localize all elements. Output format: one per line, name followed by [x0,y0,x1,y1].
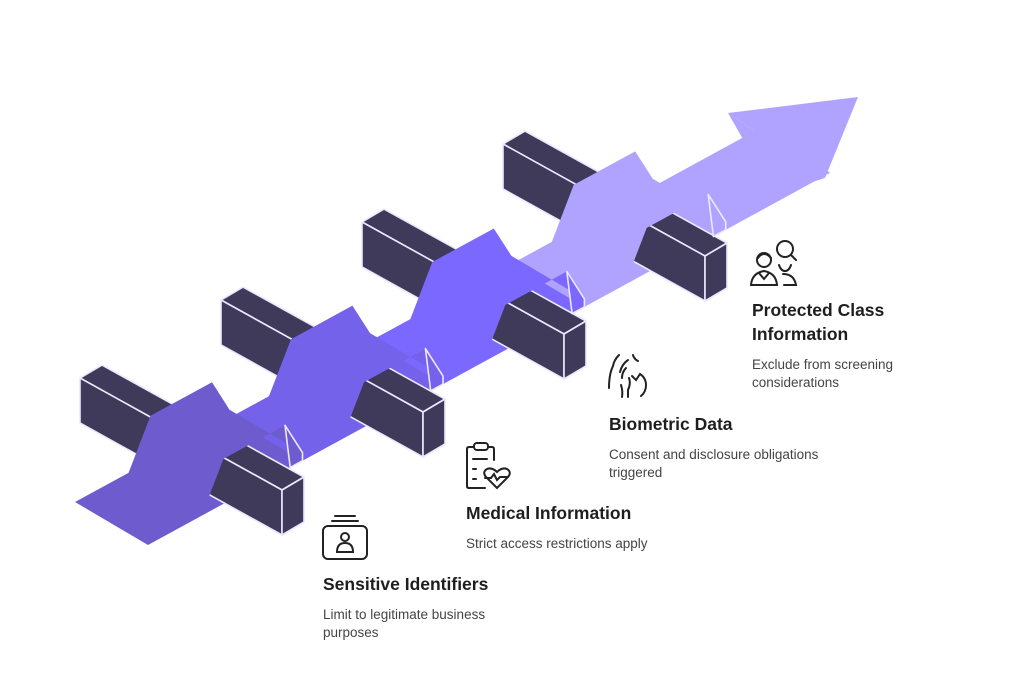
barrier-end-1 [281,476,305,536]
barrier-end-2 [422,398,446,458]
arrow-neck [728,113,825,181]
item-medical-information: Medical Information Strict access restri… [466,501,726,553]
ribbon-hump-side-4 [707,193,727,238]
ribbon-hump-side-1 [284,424,304,469]
ribbon-hump-4 [551,151,726,285]
item-description: Limit to legitimate business purposes [323,607,486,640]
item-title: Medical Information [466,503,632,523]
ribbon-hump-side-3 [565,270,586,315]
biometric-hand-icon [608,354,648,398]
ribbon-hump-2 [269,305,443,440]
item-title: Protected Class Information [752,300,885,344]
ribbon-hump-side-2 [424,347,444,392]
item-title: Sensitive Identifiers [323,574,489,594]
item-description: Exclude from screening considerations [752,357,894,390]
item-biometric-data: Biometric Data Consent and disclosure ob… [609,412,859,482]
ribbon-hump-3 [410,228,585,362]
ribbon-hump-1 [128,382,303,516]
item-title: Biometric Data [609,414,733,434]
item-description: Consent and disclosure obligations trigg… [609,447,819,480]
arrow-head [728,97,858,178]
item-description: Strict access restrictions apply [466,536,648,551]
barrier-end-3 [563,320,587,380]
item-sensitive-identifiers: Sensitive Identifiers Limit to legitimat… [323,572,543,642]
people-search-icon [750,240,798,286]
medical-clipboard-icon [466,442,511,490]
item-protected-class-information: Protected Class Information Exclude from… [752,298,922,392]
id-card-icon [322,515,368,560]
barrier-end-4 [704,242,728,302]
